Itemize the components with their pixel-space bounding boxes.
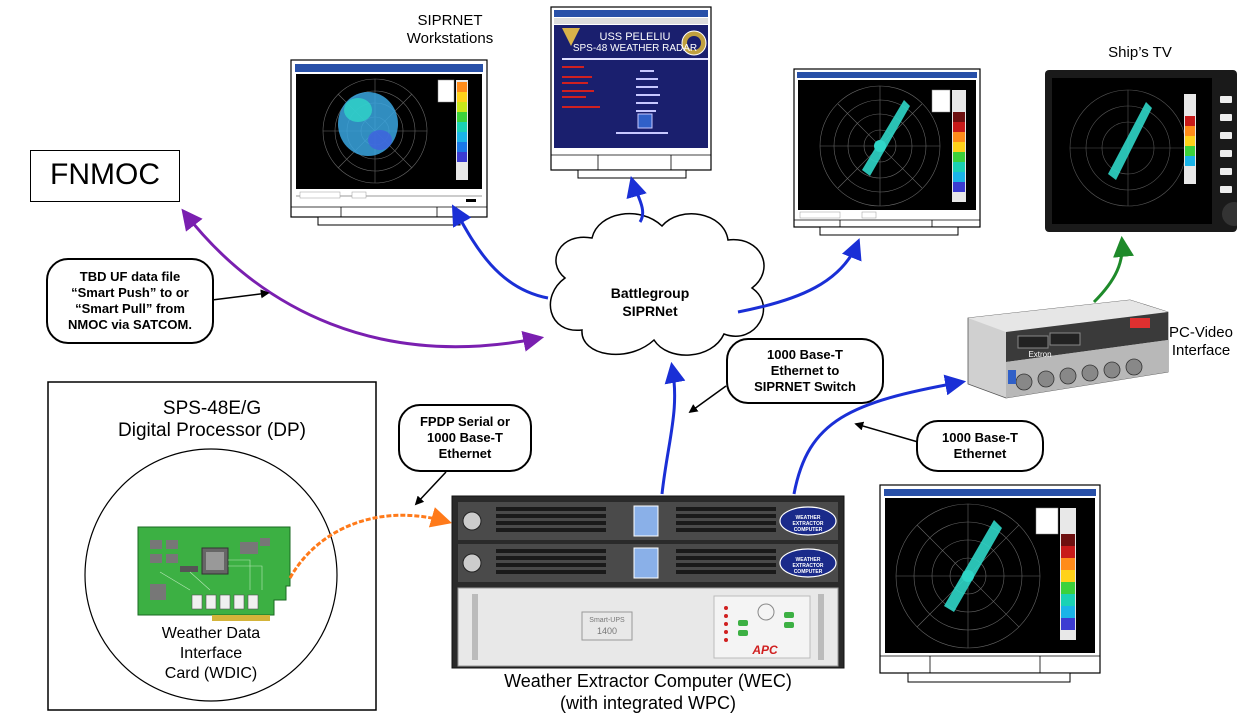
callout-tbd-line4: NMOC via SATCOM. xyxy=(68,317,192,332)
workstation-monitor-right xyxy=(793,68,981,236)
callout-fpdp-line2: 1000 Base-T xyxy=(427,430,503,445)
dp-label-line2: Digital Processor (DP) xyxy=(118,420,306,441)
wec-rack xyxy=(451,495,845,669)
dp-label: SPS-48E/G Digital Processor (DP) xyxy=(110,398,314,442)
callout-base-t-ethernet: 1000 Base-T Ethernet xyxy=(916,420,1044,472)
link-pc-video-to-tv xyxy=(1092,235,1134,304)
wdic-label: Weather Data Interface Card (WDIC) xyxy=(131,624,291,684)
fnmoc-box xyxy=(30,150,180,202)
wdic-label-line2: Interface xyxy=(179,645,243,662)
siprnet-label-line1: SIPRNET xyxy=(417,12,483,29)
callout-eth-line1: 1000 Base-T xyxy=(942,430,1018,445)
wec-label: Weather Extractor Computer (WEC) (with i… xyxy=(448,670,848,714)
cloud-label-line2: SIPRNet xyxy=(622,303,678,319)
link-cloud-to-center-workstation xyxy=(626,175,647,223)
pointer-siprnet-switch xyxy=(688,385,727,414)
callout-switch-line1: 1000 Base-T xyxy=(767,347,843,362)
callout-eth-line2: Ethernet xyxy=(953,446,1007,461)
workstation-monitor-bottom-right xyxy=(879,484,1101,683)
wdic-circuit-card xyxy=(137,526,291,621)
cloud-label: Battlegroup SIPRNet xyxy=(580,284,720,320)
link-wec-to-pc-video xyxy=(792,374,967,495)
pointer-fpdp xyxy=(414,471,447,506)
ships-tv-monitor xyxy=(1045,70,1237,232)
dp-label-line1: SPS-48E/G xyxy=(162,398,262,419)
center-screen-title-1: USS PELELIU xyxy=(599,31,671,43)
workstation-monitor-center xyxy=(550,6,712,179)
link-wec-to-cloud xyxy=(660,361,686,495)
cloud-label-line1: Battlegroup xyxy=(610,285,690,301)
center-screen-title-2: SPS-48 WEATHER RADAR xyxy=(572,43,698,54)
pc-video-interface-device xyxy=(967,299,1169,399)
wec-label-line1: Weather Extractor Computer (WEC) xyxy=(504,671,792,691)
callout-tbd-line3: “Smart Pull” from xyxy=(75,301,185,316)
ups-model: 1400 xyxy=(596,626,618,636)
wec-label-line2: (with integrated WPC) xyxy=(559,693,737,713)
fnmoc-label: FNMOC xyxy=(50,158,160,191)
callout-tbd-line1: TBD UF data file xyxy=(79,269,181,284)
wdic-label-line3: Card (WDIC) xyxy=(164,665,258,682)
apc-logo: APC xyxy=(752,643,778,657)
callout-tbd-line2: “Smart Push” to or xyxy=(71,285,189,300)
wdic-label-line1: Weather Data xyxy=(161,625,261,642)
callout-fpdp-line1: FPDP Serial or xyxy=(419,414,511,429)
wec-badge-2: WEATHER EXTRACTOR COMPUTER xyxy=(792,557,824,575)
pointer-base-t-ethernet xyxy=(854,421,919,443)
callout-switch-line3: SIPRNET Switch xyxy=(754,379,856,394)
callout-tbd-uf-data-file: TBD UF data file “Smart Push” to or “Sma… xyxy=(46,258,214,344)
pc-video-label-line1: PC-Video xyxy=(1169,324,1233,341)
ups-label: Smart-UPS xyxy=(589,617,625,624)
link-cloud-to-right-workstation xyxy=(737,238,862,314)
pointer-tbd xyxy=(211,289,270,301)
pc-video-label: PC-Video Interface xyxy=(1166,324,1236,360)
callout-fpdp: FPDP Serial or 1000 Base-T Ethernet xyxy=(398,404,532,472)
workstation-monitor-left xyxy=(290,59,488,226)
link-fnmoc-satcom xyxy=(181,208,545,352)
link-cloud-to-left-workstation xyxy=(451,204,549,300)
extron-logo: Extron xyxy=(1028,350,1052,359)
callout-switch-line2: Ethernet to xyxy=(770,363,840,378)
siprnet-workstations-label: SIPRNET Workstations xyxy=(380,12,520,48)
callout-siprnet-switch: 1000 Base-T Ethernet to SIPRNET Switch xyxy=(726,338,884,404)
battlegroup-cloud xyxy=(549,212,765,356)
wec-badge-1: WEATHER EXTRACTOR COMPUTER xyxy=(792,515,824,533)
siprnet-label-line2: Workstations xyxy=(406,30,494,47)
pc-video-label-line2: Interface xyxy=(1171,342,1231,359)
callout-fpdp-line3: Ethernet xyxy=(438,446,492,461)
link-wdic-to-wec xyxy=(288,507,453,579)
ships-tv-label: Ship’s TV xyxy=(1108,44,1172,61)
